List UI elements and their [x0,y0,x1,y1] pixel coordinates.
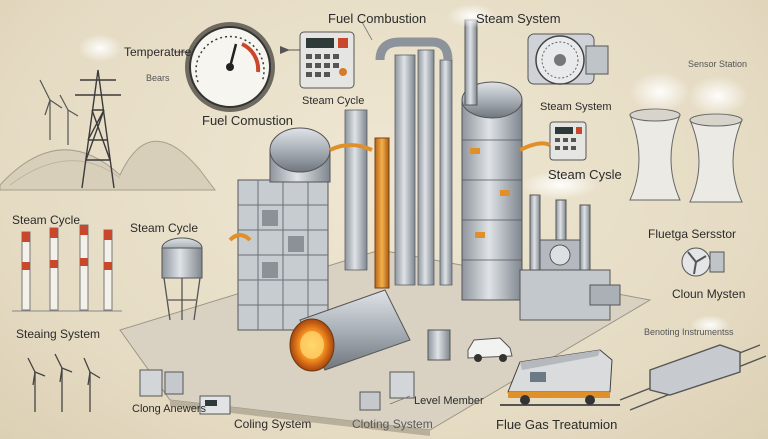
left-boiler-tower [237,127,331,331]
steam-plume-pylon [78,34,122,62]
label-steam-cysle: Steam Cysle [548,167,622,182]
tall-pipe-cluster [344,37,453,286]
wind-turbines-top-left [39,79,79,145]
label-steam-cycle-mid: Steam Cycle [130,221,199,235]
steam-plume-center [448,4,496,28]
water-tower [161,237,203,321]
label-sensor-top-right: Sensor Station [688,59,748,69]
car-icon [467,337,513,362]
label-steam-system-right: Steam System [540,101,612,113]
rail-track-right [619,344,767,411]
ground-platform-edge [170,400,430,436]
label-cloun-mysten: Cloun Mysten [672,287,746,301]
small-equipment-boxes [139,329,451,415]
label-bettery-sub: Benoting Instrumentss [644,327,734,337]
label-temperature: Temperature [124,45,192,59]
steam-plume-cooling-2 [688,76,748,116]
right-machinery [519,239,621,321]
red-white-stacks [12,224,122,312]
steam-plume-cooling-1 [630,72,690,112]
temperature-gauge-icon [174,22,275,112]
label-coling-system: Coling System [234,417,312,431]
sand-piles [0,140,216,191]
label-level-member: Level Member [414,395,484,407]
label-cloting-system: Cloting System [352,417,433,431]
right-boiler-tower [461,81,523,301]
label-steam-system-top: Steam System [476,11,561,26]
label-steam-cycle-panel: Steam Cycle [302,95,365,107]
horizontal-drum-burner [289,289,411,372]
cooling-towers [629,108,743,203]
label-leader-lines [361,21,411,405]
orange-riser-column [374,137,390,289]
train-locomotive [500,349,620,406]
label-steaing-system: Steaing System [16,327,101,341]
orange-pipe-accents [228,141,551,242]
control-panel-right-icon [549,121,587,161]
label-fuel-comustion: Fuel Comustion [202,113,294,128]
steam-plume-stacks [522,171,598,199]
label-fluetga-sensor: Fluetga Sersstor [648,227,737,241]
label-fuel-combustion-top: Fuel Combustion [328,11,427,26]
label-steam-cycle-left: Steam Cycle [12,213,81,227]
turbine-wheel-icon [527,33,609,85]
label-flue-gas: Flue Gas Treatumion [496,417,618,432]
control-panel-top-icon [280,31,355,89]
wind-turbines-bottom-left [27,353,101,412]
power-pylon [75,69,121,189]
fan-sensor-icon [681,247,725,277]
label-clong-anewers: Clong Anewers [132,403,206,415]
label-gauge-sub: Bears [146,73,170,83]
steam-plume-rail [690,315,730,335]
